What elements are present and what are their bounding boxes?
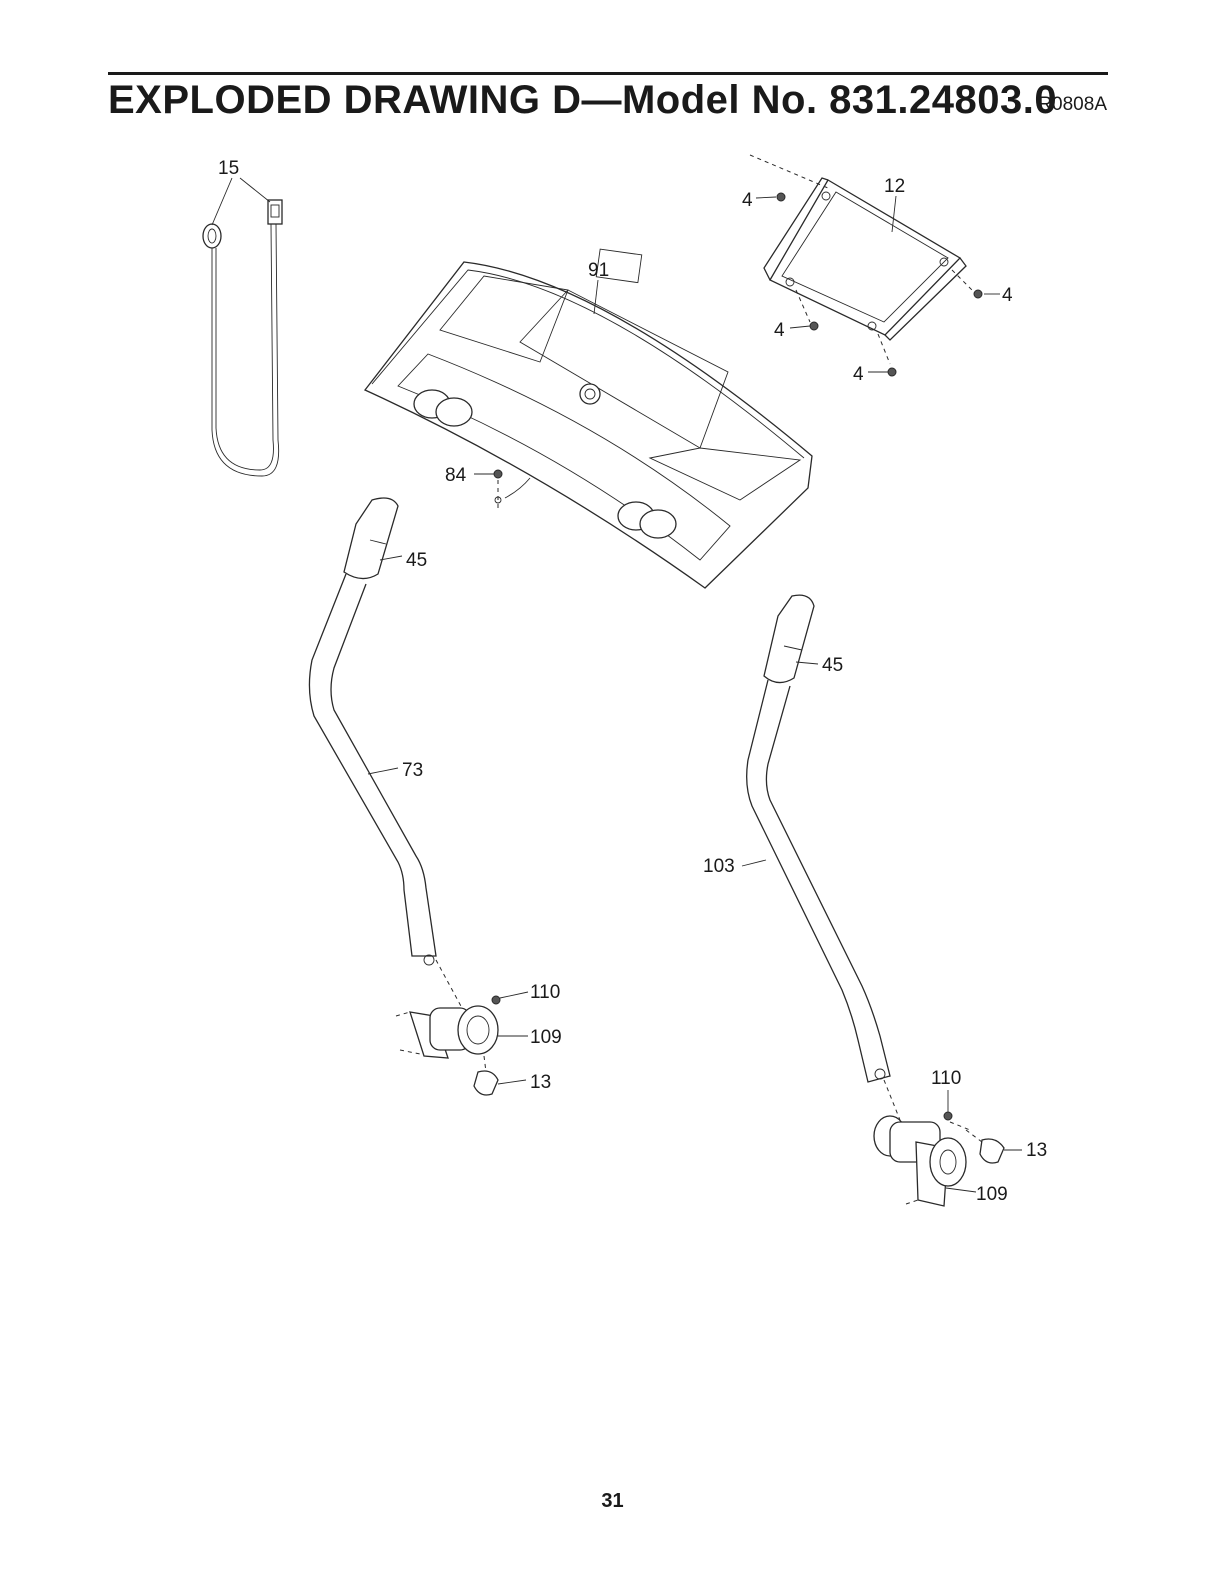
callout-109-left: 109 [530,1027,562,1048]
callout-45-right: 45 [822,655,843,676]
callout-15: 15 [218,158,239,179]
callout-12: 12 [884,176,905,197]
callout-45-left: 45 [406,550,427,571]
leader-103 [742,860,766,866]
callout-4-right: 4 [1002,285,1013,306]
callout-73: 73 [402,760,423,781]
callout-91: 91 [588,260,609,281]
callout-110-left: 110 [530,982,560,1003]
callout-103: 103 [703,856,735,877]
left-knob-assembly [396,960,528,1095]
callout-4-bottom: 4 [853,364,864,385]
leader-45-right [796,662,818,664]
page-number: 31 [0,1490,1225,1513]
callout-110-right: 110 [931,1068,961,1089]
leader-73 [368,768,398,774]
callout-4-bottom-left: 4 [774,320,785,341]
part-84-screw [474,470,530,512]
part-103-right-upright [747,595,890,1082]
callout-13-right: 13 [1026,1140,1047,1161]
callout-4-top: 4 [742,190,753,211]
part-91-console-base [365,249,812,588]
callout-84: 84 [445,465,467,486]
callout-109-right: 109 [976,1184,1008,1205]
part-15-key-clip [203,178,282,476]
callout-13-left: 13 [530,1072,551,1093]
